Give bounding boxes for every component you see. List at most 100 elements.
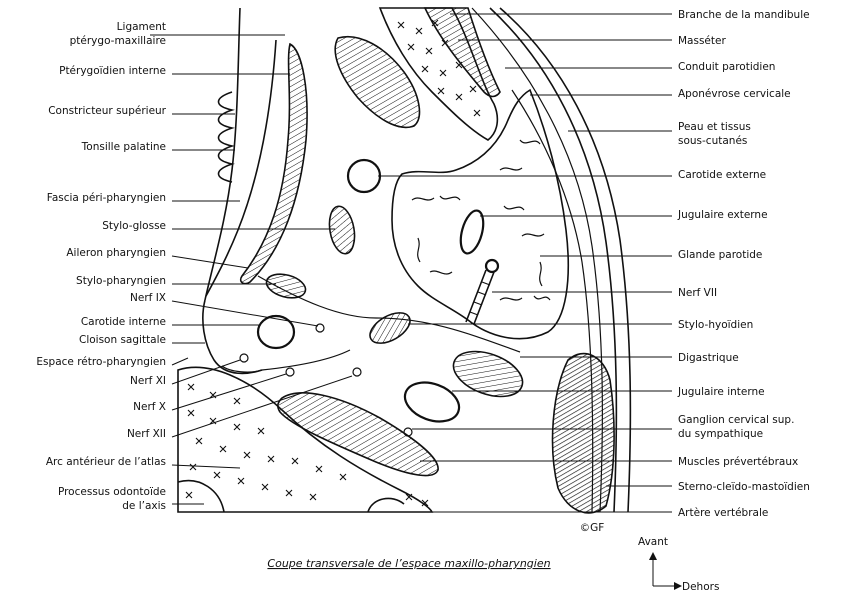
label-aponevrose-cervicale-line-1: Aponévrose cervicale — [678, 88, 791, 100]
stylo-pharyngien-muscle — [265, 273, 307, 299]
label-ganglion-cervical-line-1: Ganglion cervical sup. — [678, 414, 794, 426]
diagram-caption: Coupe transversale de l’espace maxillo-p… — [267, 557, 550, 570]
label-jugulaire-interne-line-1: Jugulaire interne — [677, 386, 765, 398]
nerf-ix-dot — [315, 323, 325, 333]
label-tonsille-palatine-line-1: Tonsille palatine — [81, 141, 166, 153]
label-nerf-vii: Nerf VII — [678, 287, 717, 299]
credit-mark: ©GF — [580, 522, 605, 534]
label-nerf-x-line-1: Nerf X — [133, 401, 166, 413]
label-conduit-parotidien: Conduit parotidien — [678, 61, 775, 73]
parotid-squiggles — [411, 139, 551, 301]
label-nerf-xi: Nerf XI — [130, 375, 166, 387]
right-leader-lines — [378, 13, 672, 513]
label-carotide-externe-line-1: Carotide externe — [678, 169, 766, 181]
label-jugulaire-interne: Jugulaire interne — [677, 386, 765, 398]
label-arc-anterieur-atlas: Arc antérieur de l’atlas — [46, 456, 166, 468]
label-cloison-sagittale-line-1: Cloison sagittale — [79, 334, 166, 346]
pharyngeal-wall-2 — [205, 39, 277, 297]
orientation-up-label: Avant — [638, 536, 668, 548]
label-artere-vertebrale-line-1: Artère vertébrale — [678, 507, 768, 519]
label-carotide-externe: Carotide externe — [678, 169, 766, 181]
tonsil-wavy — [217, 91, 235, 183]
label-stylo-pharyngien: Stylo-pharyngien — [76, 275, 166, 287]
fascia-line — [257, 275, 521, 353]
pharyngeal-wall — [204, 7, 241, 301]
label-peau-tissus-line-1: Peau et tissus — [678, 121, 751, 133]
muscles-prevertebraux-muscle — [277, 392, 439, 477]
label-sterno-cleido-mastoidien: Sterno-cleïdo-mastoïdien — [678, 481, 810, 493]
label-espace-retro-pharyngien: Espace rétro-pharyngien — [36, 356, 166, 368]
carotide-interne-vessel — [256, 314, 296, 350]
label-conduit-parotidien-line-1: Conduit parotidien — [678, 61, 775, 73]
carotide-externe-vessel — [346, 158, 382, 194]
label-fascia-peri-pharyngien-line-1: Fascia péri-pharyngien — [47, 192, 166, 204]
label-muscles-prevertebraux: Muscles prévertébraux — [678, 456, 798, 468]
label-muscles-prevertebraux-line-1: Muscles prévertébraux — [678, 456, 798, 468]
label-nerf-ix: Nerf IX — [130, 292, 166, 304]
label-aileron-pharyngien-line-1: Aileron pharyngien — [66, 247, 166, 259]
nerf-vii-nerve — [465, 258, 500, 325]
label-pterygoidien-interne: Ptérygoïdien interne — [59, 65, 166, 77]
label-stylo-glosse: Stylo-glosse — [102, 220, 166, 232]
label-arc-anterieur-atlas-line-1: Arc antérieur de l’atlas — [46, 456, 166, 468]
label-peau-tissus-line-2: sous-cutanés — [678, 135, 747, 147]
label-constricteur-superieur-line-1: Constricteur supérieur — [48, 105, 166, 117]
label-artere-vertebrale: Artère vertébrale — [678, 507, 768, 519]
label-cloison-sagittale: Cloison sagittale — [79, 334, 166, 346]
nerf-xii-dot — [352, 367, 362, 377]
masseter-muscle — [423, 7, 501, 98]
skin-outer-line — [499, 7, 632, 513]
orientation-right-label: Dehors — [682, 581, 719, 593]
label-constricteur-superieur: Constricteur supérieur — [48, 105, 166, 117]
label-glande-parotide: Glande parotide — [678, 249, 762, 261]
label-stylo-hyoidien-line-1: Stylo-hyoïdien — [678, 319, 753, 331]
label-digastrique-line-1: Digastrique — [678, 352, 739, 364]
stylo-glosse-muscle — [328, 205, 356, 255]
odontoid-line — [177, 479, 225, 513]
label-nerf-xii: Nerf XII — [127, 428, 166, 440]
label-ligament-pterygo-maxillaire-line-1: Ligament — [117, 21, 166, 33]
stylo-hyoidien-muscle — [369, 312, 411, 344]
label-masseter: Masséter — [678, 35, 726, 47]
ganglion-dot — [403, 427, 413, 437]
label-peau-tissus: Peau et tissus sous-cutanés — [678, 121, 751, 147]
label-nerf-vii-line-1: Nerf VII — [678, 287, 717, 299]
label-ganglion-cervical-line-2: du sympathique — [678, 428, 763, 440]
left-leader-lines — [150, 34, 353, 505]
label-fascia-peri-pharyngien: Fascia péri-pharyngien — [47, 192, 166, 204]
constrictor-band — [239, 42, 308, 285]
label-jugulaire-externe-line-1: Jugulaire externe — [677, 209, 768, 221]
label-processus-odontoide-line-1: Processus odontoïde — [58, 486, 166, 498]
label-stylo-pharyngien-line-1: Stylo-pharyngien — [76, 275, 166, 287]
label-nerf-x: Nerf X — [133, 401, 166, 413]
label-pterygoidien-interne-line-1: Ptérygoïdien interne — [59, 65, 166, 77]
label-masseter-line-1: Masséter — [678, 35, 726, 47]
label-stylo-glosse-line-1: Stylo-glosse — [102, 220, 166, 232]
label-processus-odontoide: Processus odontoïde de l’axis — [58, 486, 166, 512]
label-branche-mandibule: Branche de la mandibule — [678, 9, 810, 21]
cloison-sagittale-line — [202, 299, 263, 375]
atlas-crosses — [185, 383, 429, 507]
label-nerf-xi-line-1: Nerf XI — [130, 375, 166, 387]
skin-inner-line — [489, 7, 618, 513]
label-ganglion-cervical: Ganglion cervical sup. du sympathique — [678, 414, 794, 440]
digastrique-muscle — [452, 350, 524, 398]
nerf-x-dot — [285, 367, 295, 377]
label-espace-retro-pharyngien-line-1: Espace rétro-pharyngien — [36, 356, 166, 368]
label-ligament-pterygo-maxillaire-line-2: ptérygo-maxillaire — [70, 35, 166, 47]
label-stylo-hyoidien: Stylo-hyoïdien — [678, 319, 753, 331]
label-sterno-cleido-mastoidien-line-1: Sterno-cleïdo-mastoïdien — [678, 481, 810, 493]
label-tonsille-palatine: Tonsille palatine — [81, 141, 166, 153]
retro-space-line — [221, 349, 351, 373]
pterygoidien-interne-muscle — [334, 36, 421, 129]
label-carotide-interne: Carotide interne — [81, 316, 166, 328]
label-processus-odontoide-line-2: de l’axis — [122, 500, 166, 512]
label-jugulaire-externe: Jugulaire externe — [677, 209, 768, 221]
parotid-gland — [391, 88, 570, 340]
orientation-arrow — [649, 552, 682, 590]
vertebral-artery-arc — [367, 497, 405, 513]
label-aponevrose-cervicale: Aponévrose cervicale — [678, 88, 791, 100]
